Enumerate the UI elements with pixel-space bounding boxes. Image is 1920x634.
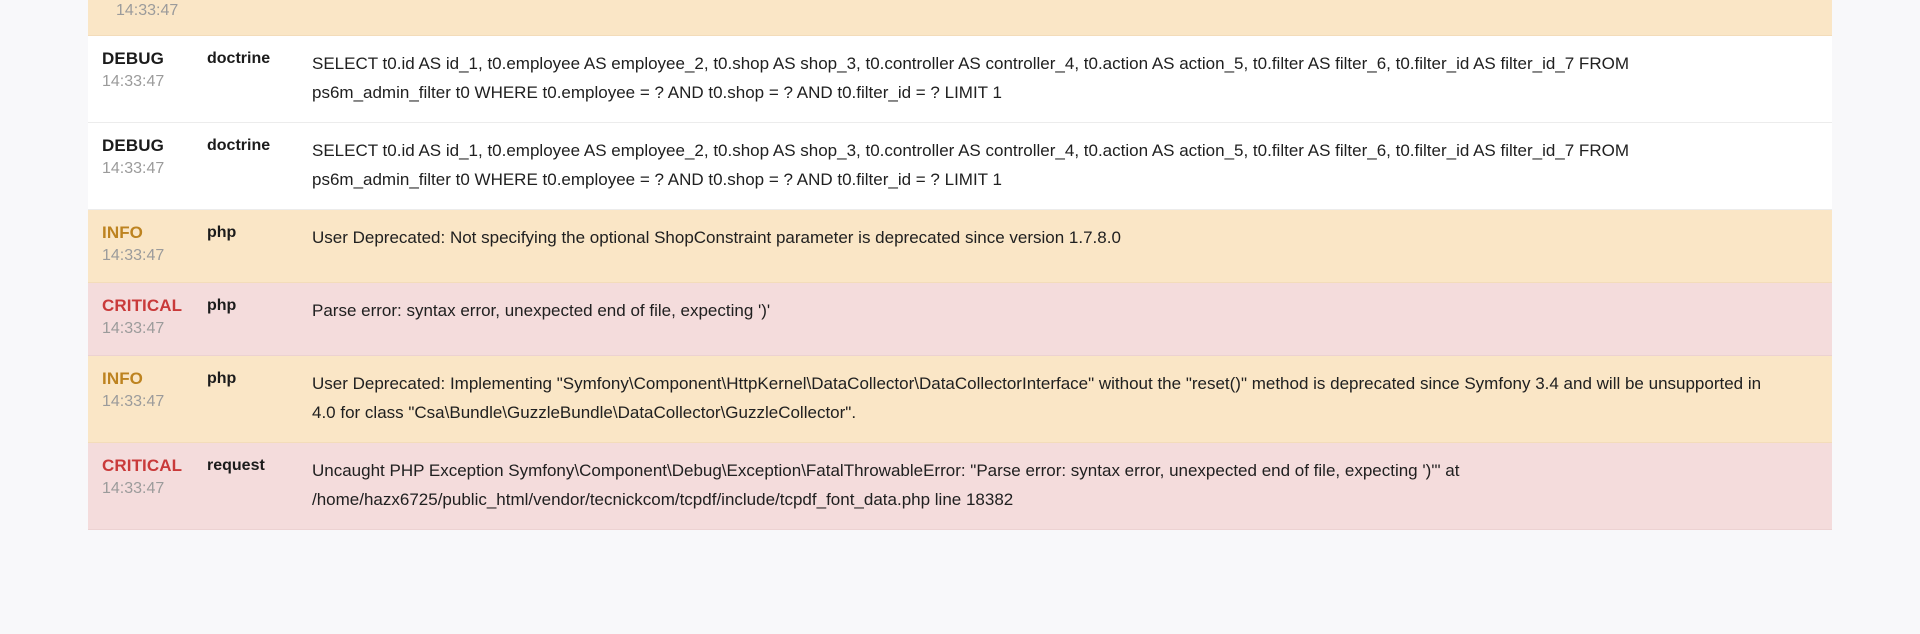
- log-timestamp: 14:33:47: [102, 73, 165, 90]
- log-timestamp: 14:33:47: [102, 393, 165, 410]
- log-row-critical-3[interactable]: CRITICAL 14:33:47 php Parse error: synta…: [88, 283, 1832, 356]
- log-message-cell: SELECT t0.id AS id_1, t0.employee AS emp…: [312, 141, 1629, 189]
- log-level-cell: CRITICAL 14:33:47: [88, 296, 207, 340]
- log-message-cell: SELECT t0.id AS id_1, t0.employee AS emp…: [312, 54, 1629, 102]
- log-timestamp: 14:33:47: [102, 160, 165, 177]
- log-timestamp: 14:33:47: [102, 480, 165, 497]
- log-row-critical-5[interactable]: CRITICAL 14:33:47 request Uncaught PHP E…: [88, 443, 1832, 530]
- log-channel-cell: doctrine: [207, 50, 271, 67]
- log-level-cell: INFO 14:33:47: [88, 369, 207, 413]
- log-channel-cell: php: [207, 224, 237, 241]
- log-level-badge: CRITICAL: [102, 456, 183, 475]
- log-message-cell: User Deprecated: Not specifying the opti…: [312, 228, 1121, 247]
- log-level-cell: INFO 14:33:47: [88, 223, 207, 267]
- log-level-badge: DEBUG: [102, 136, 164, 155]
- log-message-cell: User Deprecated: Implementing "Symfony\C…: [312, 374, 1762, 422]
- log-timestamp: 14:33:47: [116, 2, 179, 19]
- log-row-debug-1[interactable]: DEBUG 14:33:47 doctrine SELECT t0.id AS …: [88, 123, 1832, 210]
- log-level-badge: INFO: [102, 369, 144, 388]
- log-level-cell: DEBUG 14:33:47: [88, 49, 207, 93]
- log-level-badge: DEBUG: [102, 49, 164, 68]
- log-timestamp: 14:33:47: [102, 247, 165, 264]
- log-level-cell: CRITICAL 14:33:47: [88, 456, 207, 500]
- log-timestamp: 14:33:47: [102, 320, 165, 337]
- log-row-partial[interactable]: 14:33:47: [88, 0, 1832, 36]
- log-message-cell: Parse error: syntax error, unexpected en…: [312, 301, 771, 320]
- log-row-info-2[interactable]: INFO 14:33:47 php User Deprecated: Not s…: [88, 210, 1832, 283]
- log-channel-cell: php: [207, 297, 237, 314]
- log-row-info-4[interactable]: INFO 14:33:47 php User Deprecated: Imple…: [88, 356, 1832, 443]
- log-level-badge: INFO: [102, 223, 144, 242]
- log-level-cell: DEBUG 14:33:47: [88, 136, 207, 180]
- log-level-badge: CRITICAL: [102, 296, 183, 315]
- log-row-debug-0[interactable]: DEBUG 14:33:47 doctrine SELECT t0.id AS …: [88, 36, 1832, 123]
- log-entries-table: 14:33:47 DEBUG 14:33:47 doctrine SELECT …: [88, 0, 1832, 530]
- log-channel-cell: request: [207, 457, 265, 474]
- log-channel-cell: php: [207, 370, 237, 387]
- log-channel-cell: doctrine: [207, 137, 271, 154]
- log-level-cell: 14:33:47: [88, 0, 207, 22]
- log-message-cell: Uncaught PHP Exception Symfony\Component…: [312, 461, 1460, 509]
- log-rows-container: DEBUG 14:33:47 doctrine SELECT t0.id AS …: [88, 36, 1832, 530]
